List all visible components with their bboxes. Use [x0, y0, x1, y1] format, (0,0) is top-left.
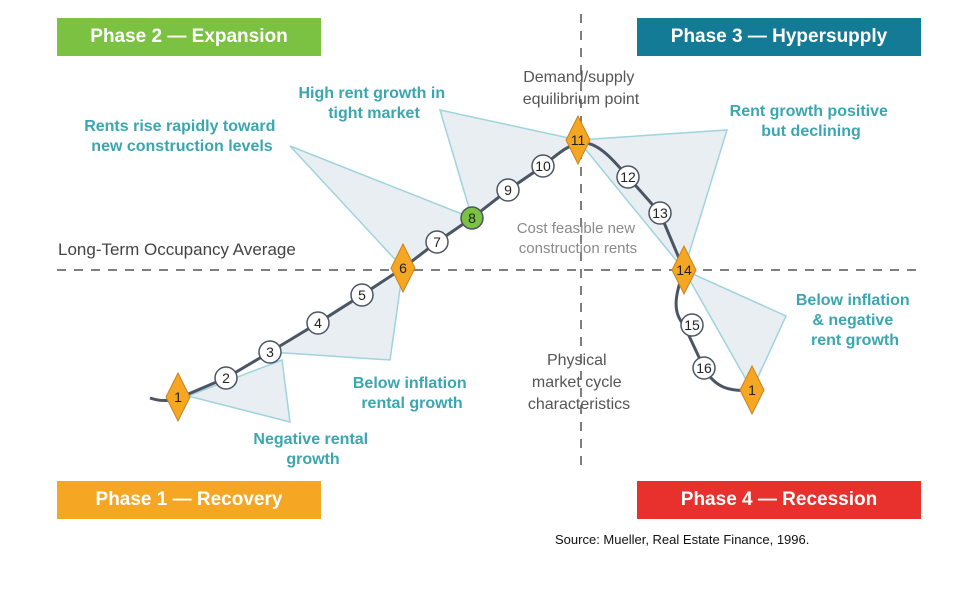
circle-marker [460, 206, 484, 230]
cycle-point-label: 11 [571, 132, 586, 148]
circle-marker [350, 283, 374, 307]
cycle-point-label: 16 [696, 360, 712, 376]
diamond-marker [565, 114, 591, 166]
triangle-high-rent [438, 108, 580, 220]
equilibrium-label: Demand/supply equilibrium point [523, 69, 640, 108]
cycle-point-5: 5 [350, 283, 374, 307]
circle-marker [425, 230, 449, 254]
cycle-point-13: 13 [648, 201, 672, 225]
cycle-point-label: 12 [620, 169, 636, 185]
circle-marker [214, 366, 238, 390]
cycle-point-label: 3 [266, 344, 274, 360]
cycle-point-12: 12 [616, 165, 640, 189]
cycle-point-label: 6 [399, 260, 407, 276]
cycle-point-16: 16 [692, 356, 716, 380]
cycle-point-label: 10 [535, 158, 551, 174]
cycle-point-4: 4 [306, 311, 330, 335]
physical-line-1: Physical [547, 352, 607, 369]
diamond-marker [739, 364, 765, 416]
cycle-point-6: 6 [390, 242, 416, 294]
cycle-point-label: 4 [314, 315, 322, 331]
cycle-curve [149, 141, 753, 403]
cycle-point-10: 10 [531, 154, 555, 178]
cycle-point-label: 9 [504, 182, 512, 198]
physical-line-2: market cycle [532, 374, 622, 391]
source-citation: Source: Mueller, Real Estate Finance, 19… [555, 532, 810, 547]
cycle-point-label: 1 [748, 382, 756, 398]
phase-4-banner: Phase 4 — Recession [637, 481, 921, 519]
circle-marker [680, 313, 704, 337]
triangle-positive-declining [576, 129, 729, 272]
cost-feasible-label: Cost feasible new construction rents [517, 220, 640, 257]
cycle-point-14: 14 [671, 244, 697, 296]
cycle-point-3: 3 [258, 340, 282, 364]
phase-3-banner: Phase 3 — Hypersupply [637, 18, 921, 56]
phase-1-banner: Phase 1 — Recovery [57, 481, 321, 519]
circle-marker [306, 311, 330, 335]
callout-high-rent: High rent growth in tight market [298, 85, 449, 122]
callout-below-negative: Below inflation & negative rent growth [796, 292, 914, 349]
cycle-point-15: 15 [680, 313, 704, 337]
circle-marker [531, 154, 555, 178]
cycle-point-11: 11 [565, 114, 591, 166]
callout-below-inflation: Below inflation rental growth [353, 375, 471, 412]
cycle-point-label: 8 [468, 210, 476, 226]
callout-negative-growth: Negative rental growth [253, 431, 372, 468]
triangle-below-negative [682, 268, 787, 392]
cycle-point-label: 2 [222, 370, 230, 386]
cycle-point-17: 1 [739, 364, 765, 416]
cost-feasible-line-2: construction rents [519, 240, 637, 257]
circle-marker [496, 178, 520, 202]
callout-positive-declining: Rent growth positive but declining [730, 103, 893, 140]
cycle-point-label: 15 [684, 317, 700, 333]
circle-marker [616, 165, 640, 189]
diamond-marker [390, 242, 416, 294]
circle-marker [648, 201, 672, 225]
cycle-point-label: 5 [358, 287, 366, 303]
cycle-point-label: 14 [676, 262, 692, 278]
phase-2-banner: Phase 2 — Expansion [57, 18, 321, 56]
circle-marker [692, 356, 716, 380]
cycle-point-label: 7 [433, 234, 441, 250]
cycle-point-1: 1 [165, 371, 191, 423]
circle-marker [258, 340, 282, 364]
callout-rise-rapidly: Rents rise rapidly toward new constructi… [84, 118, 280, 155]
diamond-marker [671, 244, 697, 296]
cost-feasible-line-1: Cost feasible new [517, 220, 636, 237]
cycle-point-2: 2 [214, 366, 238, 390]
cycle-point-9: 9 [496, 178, 520, 202]
diamond-marker [165, 371, 191, 423]
cycle-point-7: 7 [425, 230, 449, 254]
occupancy-average-label: Long-Term Occupancy Average [58, 240, 296, 259]
cycle-point-8: 8 [460, 206, 484, 230]
physical-line-3: characteristics [528, 396, 630, 413]
cycle-point-label: 1 [174, 389, 182, 405]
equilibrium-line-1: Demand/supply [523, 69, 634, 86]
equilibrium-line-2: equilibrium point [523, 91, 640, 108]
cycle-point-label: 13 [652, 205, 668, 221]
physical-characteristics-label: Physical market cycle characteristics [528, 352, 630, 413]
